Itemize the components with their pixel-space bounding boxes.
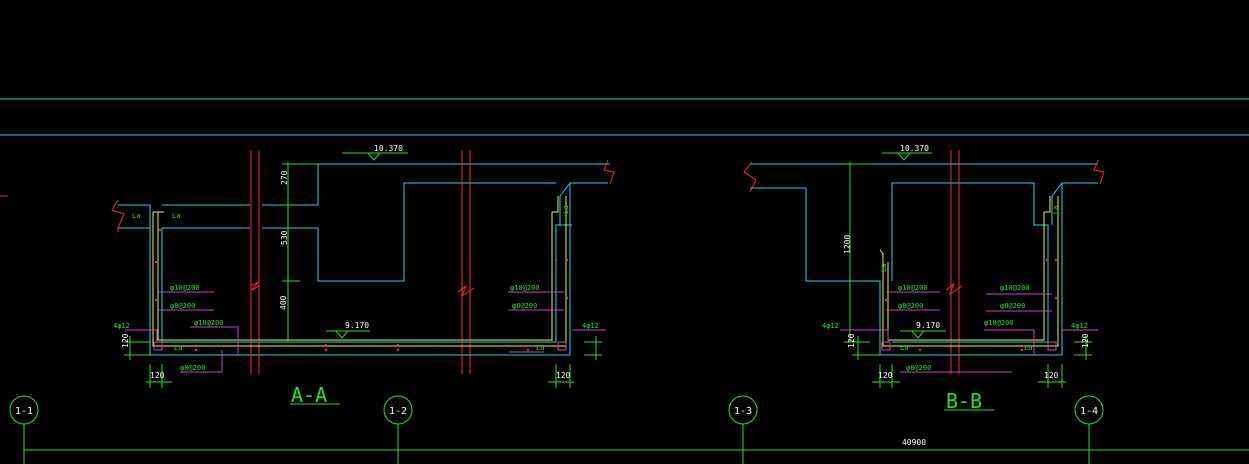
aa-col2-break [457,284,475,298]
bb-lap-left-a: La [880,264,888,272]
bb-rebar-right-mid: φ8@200 [1000,302,1025,310]
bb-outer-outline [750,182,1098,356]
axis-1-4-label: 1-4 [1080,406,1098,417]
aa-lap-right-b: La [562,206,570,214]
bb-right-notch [1051,182,1063,225]
axis-1-3-bubble [728,395,758,425]
bb-col-break [945,282,963,296]
aa-right-break [603,159,615,185]
aa-rebar-right-upper: φ10@200 [510,284,540,292]
aa-outer-outline [118,182,608,356]
aa-dim-top: 270 [280,170,289,185]
aa-rebar-right-hook [552,196,559,213]
aa-left-break [111,199,125,232]
bb-rebar-outer [882,196,1059,347]
aa-right-notch [559,182,571,225]
bb-rebar-right-upper: φ10@200 [1000,284,1030,292]
bb-rebar-bottom: φ8@200 [906,364,931,372]
aa-dim-right-width: 120 [556,371,571,380]
bb-dim-left-width: 120 [878,371,893,380]
axis-1-3-label: 1-3 [734,406,752,417]
bb-rebar-left-hook [879,249,884,255]
aa-rebar-left-corner: 4φ12 [113,322,130,330]
aa-dim-lower: 400 [279,295,288,310]
aa-rebar-left-upper: φ10@200 [170,284,200,292]
aa-bottom-level: 9.170 [345,321,369,330]
bb-dim-left-bottom: 120 [847,333,856,348]
bb-dim-right-width: 120 [1044,371,1059,380]
axis-1-1-bubble [9,395,39,425]
bb-lap-right-a: La [1024,344,1032,352]
bb-leaders [840,291,1098,373]
bb-right-corner-box [1047,341,1057,351]
bb-rebar-left-corner: 4φ12 [822,322,839,330]
bb-left-break [743,161,757,193]
bb-rebar-left-upper: φ10@200 [898,284,928,292]
aa-col1-break [250,281,260,291]
aa-dim-middle: 530 [280,230,289,245]
aa-section-title: A-A [291,383,327,407]
bb-rebar-right-hook [1044,196,1051,213]
bb-rebar-left-mid: φ8@200 [898,302,923,310]
axis-grid: 1-1 1-2 1-3 1-4 40900 [9,395,1249,464]
aa-rebar-right-corner: 4φ12 [582,322,599,330]
aa-lap-left-a: La [132,212,140,220]
aa-right-corner-box [557,341,567,351]
aa-inner-outline [161,224,572,343]
aa-rebar-bottom: φ8@200 [180,364,205,372]
bb-dim-height: 1200 [843,235,852,254]
bb-dim-right-bottom: 120 [1081,333,1090,348]
axis-1-1-label: 1-1 [15,406,33,417]
bb-rebar-inner [887,212,1045,341]
aa-rebar-dots [154,228,569,352]
axis-1-2-label: 1-2 [389,406,407,417]
bb-rebar-right-corner: 4φ12 [1071,322,1088,330]
bb-inner-outline [891,182,1049,343]
bb-rebar-dots [884,258,1058,352]
aa-top-level: 10.370 [374,144,403,153]
aa-lap-left-b: La [172,212,180,220]
bb-right-break [1093,159,1105,185]
aa-lap-right-a: La [536,344,544,352]
bb-lap-left-b: La [900,344,908,352]
bb-lap-right-b: La [1052,206,1060,214]
bb-bottom-level: 9.170 [916,321,940,330]
aa-rebar-right-mid: φ8@200 [512,302,537,310]
aa-rebar-left-lower: φ10@200 [194,319,224,327]
bb-top-level: 10.370 [900,144,929,153]
overall-dim-text: 40900 [902,438,926,447]
bb-rebar-left-lower: φ10@200 [984,319,1014,327]
aa-leaders [125,291,606,373]
bb-dimensions [844,152,1092,411]
aa-lower-profile [262,182,556,282]
aa-dim-left-width: 120 [150,371,165,380]
bb-left-corner-box [881,341,891,351]
aa-rebar-left-mid: φ8@200 [170,302,195,310]
section-aa: 10.370 9.170 270 530 400 120 120 120 φ10… [111,144,615,407]
axis-1-4-bubble [1074,395,1104,425]
aa-left-corner-box [153,341,163,351]
aa-dim-left-bottom: 120 [121,333,130,348]
section-bb: 10.370 9.170 1200 120 120 120 120 φ10@20… [743,144,1105,413]
aa-rebar-outer [152,196,567,347]
axis-1-2-bubble [383,395,413,425]
aa-lap-left-c: La [174,344,182,352]
aa-dimensions [124,152,602,405]
bb-section-title: B-B [946,389,982,413]
